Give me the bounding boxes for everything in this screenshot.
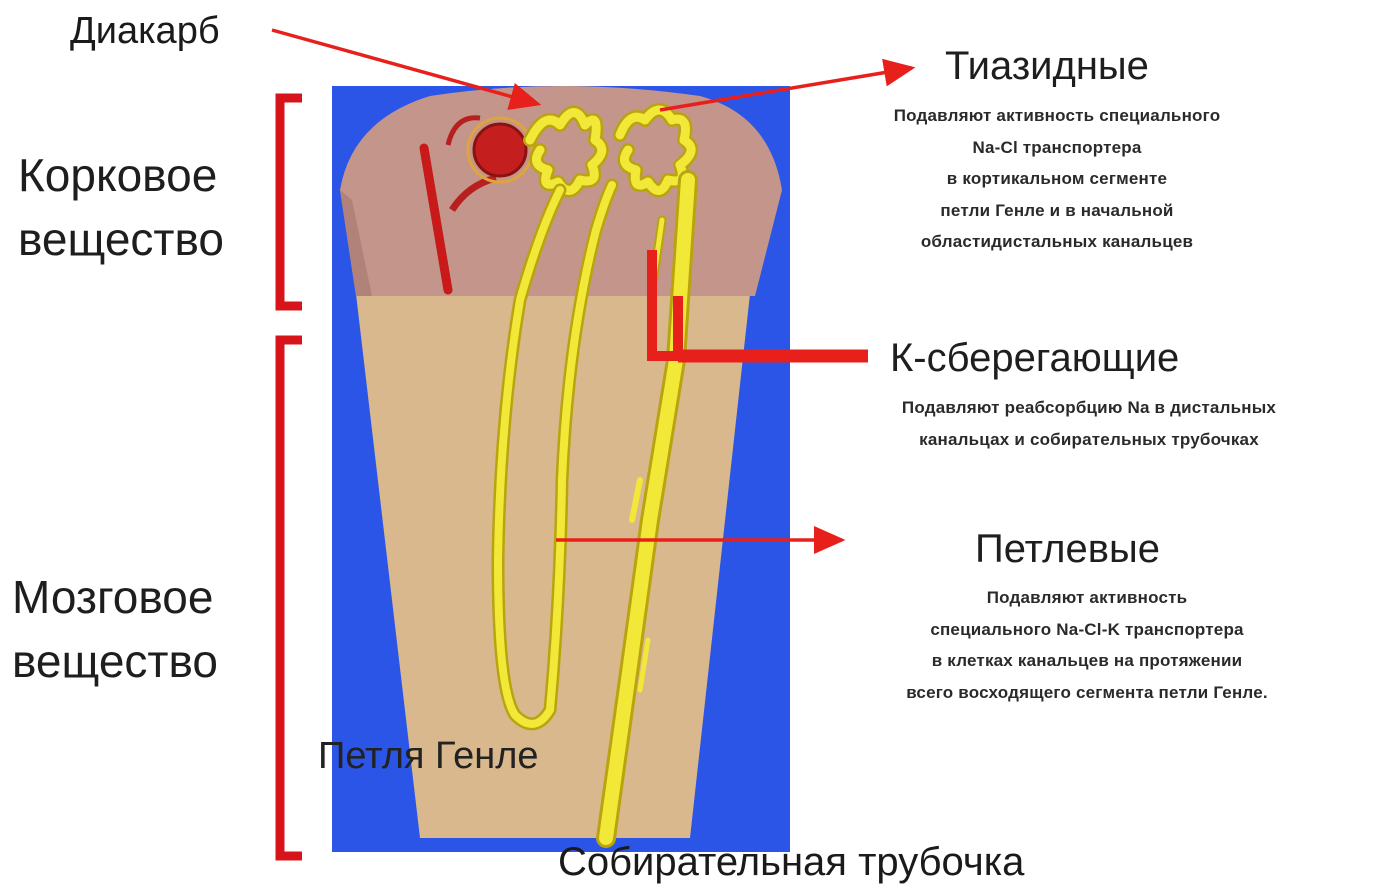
medulla-label-line1: Мозговое bbox=[12, 565, 218, 629]
cortex-bracket bbox=[280, 98, 302, 306]
diakarb-label: Диакарб bbox=[70, 10, 220, 53]
description-line: Подавляют активность специального bbox=[812, 100, 1302, 132]
medulla-bracket bbox=[280, 340, 302, 856]
description-line: петли Генле и в начальной bbox=[812, 195, 1302, 227]
glomerulus bbox=[474, 124, 526, 176]
cortex-label-line1: Корковое bbox=[18, 143, 224, 207]
description-line: всего восходящего сегмента петли Генле. bbox=[822, 677, 1352, 709]
cortex-label-line2: вещество bbox=[18, 207, 224, 271]
collecting-duct-label: Собирательная трубочка bbox=[558, 840, 1024, 885]
description-line: канальцах и собирательных трубочках bbox=[808, 424, 1370, 456]
thiazide-heading: Тиазидные bbox=[945, 44, 1149, 89]
description-line: специального Na-Cl-K транспортера bbox=[822, 614, 1352, 646]
thiazide-description: Подавляют активность специального Na-Cl … bbox=[812, 100, 1302, 258]
description-line: в кортикальном сегменте bbox=[812, 163, 1302, 195]
description-line: областидистальных канальцев bbox=[812, 226, 1302, 258]
k-sparing-description: Подавляют реабсорбцию Na в дистальных ка… bbox=[808, 392, 1370, 455]
k-sparing-heading: К-сберегающие bbox=[890, 336, 1179, 381]
loop-diuretics-description: Подавляют активность специального Na-Cl-… bbox=[822, 582, 1352, 708]
description-line: Подавляют активность bbox=[822, 582, 1352, 614]
description-line: Подавляют реабсорбцию Na в дистальных bbox=[808, 392, 1370, 424]
description-line: Na-Cl транспортера bbox=[812, 132, 1302, 164]
medulla-label-line2: вещество bbox=[12, 629, 218, 693]
loop-of-henle-label: Петля Генле bbox=[318, 735, 539, 778]
loop-diuretics-heading: Петлевые bbox=[975, 527, 1160, 572]
description-line: в клетках канальцев на протяжении bbox=[822, 645, 1352, 677]
medulla-label: Мозговое вещество bbox=[12, 565, 218, 693]
cortex-label: Корковое вещество bbox=[18, 143, 224, 271]
